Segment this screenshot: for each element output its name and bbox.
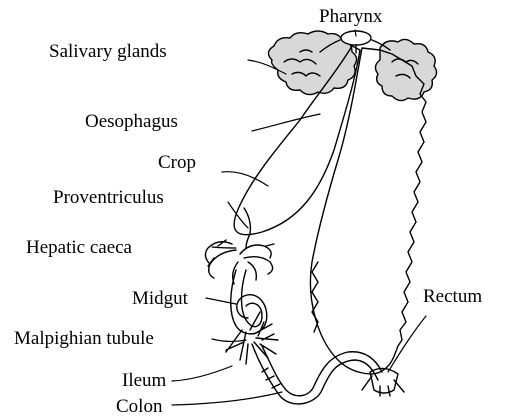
label-oesophagus: Oesophagus — [85, 112, 178, 131]
label-rectum: Rectum — [423, 287, 482, 306]
label-hepatic-caeca: Hepatic caeca — [26, 238, 132, 257]
label-crop: Crop — [158, 153, 196, 172]
label-pharynx: Pharynx — [319, 7, 382, 26]
rectum-shape — [362, 368, 404, 396]
hepatic-caeca-shape — [205, 240, 274, 284]
label-salivary-glands: Salivary glands — [49, 42, 167, 61]
salivary-gland-right — [375, 39, 436, 100]
label-malpighian-tubule: Malpighian tubule — [14, 329, 154, 348]
midgut-shape — [231, 270, 267, 334]
label-colon: Colon — [116, 397, 162, 416]
label-ileum: Ileum — [122, 371, 166, 390]
label-proventriculus: Proventriculus — [53, 188, 164, 207]
label-midgut: Midgut — [132, 289, 188, 308]
